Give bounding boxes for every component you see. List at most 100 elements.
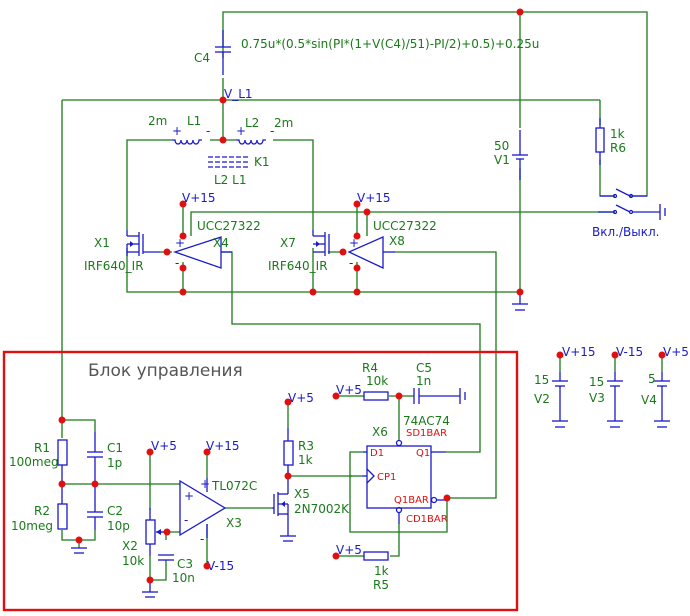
x8-model: UCC27322 xyxy=(373,219,437,233)
resistor-r1[interactable] xyxy=(57,439,68,484)
resistor-r6[interactable] xyxy=(595,118,605,165)
capacitor-c1[interactable] xyxy=(87,432,103,484)
v1-ref: V1 xyxy=(494,153,510,167)
wires xyxy=(61,11,663,581)
capacitor-c5[interactable] xyxy=(413,388,466,404)
r1-ref: R1 xyxy=(34,441,50,455)
x3-vm15-label: V-15 xyxy=(207,559,234,573)
resistor-r3[interactable] xyxy=(283,428,294,476)
v3-value: 15 xyxy=(589,375,604,389)
flipflop-x6[interactable] xyxy=(362,439,446,525)
r4-vp5-label: V+5 xyxy=(336,383,362,397)
coupling-k1-symbol[interactable] xyxy=(208,156,250,168)
l1-ref: L1 xyxy=(187,114,201,128)
c1-value: 1p xyxy=(107,456,122,470)
v2-value: 15 xyxy=(534,373,549,387)
r5-value: 1k xyxy=(374,564,389,578)
voltage-source-v1[interactable] xyxy=(512,130,528,180)
gate-driver-x4[interactable]: + - xyxy=(172,236,232,270)
net-label-v-l1: V_L1 xyxy=(224,87,253,101)
r4-value: 10k xyxy=(366,374,388,388)
l1-value: 2m xyxy=(148,114,167,128)
c1-ref: C1 xyxy=(107,441,123,455)
r6-ref: R6 xyxy=(610,141,626,155)
c3-value: 10n xyxy=(172,571,195,585)
c2-ref: C2 xyxy=(107,504,123,518)
x6-ref: X6 xyxy=(372,425,388,439)
x6-pin-cp1: CP1 xyxy=(377,472,396,483)
r4-ref: R4 xyxy=(362,361,378,375)
l2-ref: L2 xyxy=(245,116,259,130)
voltage-source-v2[interactable] xyxy=(552,372,568,428)
r3-vp5-label: V+5 xyxy=(288,391,314,405)
svg-text:-: - xyxy=(175,256,179,270)
v4-ref: V4 xyxy=(641,393,657,407)
r2-ref: R2 xyxy=(34,504,50,518)
r1-value: 100meg xyxy=(9,455,59,469)
control-block-title: Блок управления xyxy=(88,361,243,381)
ground-symbol-r2 xyxy=(71,547,87,554)
x4-model: UCC27322 xyxy=(197,219,261,233)
junction-dots xyxy=(58,8,666,584)
x3-vp15-label: V+15 xyxy=(206,439,240,453)
x8-vp15-label: V+15 xyxy=(357,191,391,205)
x6-pin-sd1bar: SD1BAR xyxy=(406,428,447,439)
voltage-source-v3[interactable] xyxy=(607,372,623,428)
resistor-r2[interactable] xyxy=(57,484,68,530)
control-block-frame xyxy=(2,350,519,612)
power-switch[interactable] xyxy=(598,188,666,220)
capacitor-c3[interactable] xyxy=(158,554,174,561)
inductor-l1[interactable]: + - xyxy=(172,124,210,145)
inductor-l2[interactable]: + - xyxy=(236,124,274,145)
gate-driver-x8[interactable]: + - xyxy=(347,236,395,270)
capacitor-c4[interactable] xyxy=(215,30,231,75)
v2-rail-label: V+15 xyxy=(562,345,596,359)
v4-value: 5 xyxy=(648,372,656,386)
x4-ref: X4 xyxy=(213,236,229,250)
r3-value: 1k xyxy=(298,453,313,467)
mosfet-x7[interactable] xyxy=(312,230,330,256)
x2-value: 10k xyxy=(122,554,144,568)
r6-value: 1k xyxy=(610,127,625,141)
l2-value: 2m xyxy=(274,116,293,130)
mosfet-x5[interactable] xyxy=(272,476,296,542)
resistor-r4[interactable] xyxy=(363,391,389,401)
x3-ref: X3 xyxy=(226,516,242,530)
svg-text:+: + xyxy=(236,124,246,138)
x2-vp5-label: V+5 xyxy=(151,439,177,453)
c2-value: 10p xyxy=(107,519,130,533)
x5-model: 2N7002K xyxy=(294,502,350,516)
svg-text:-: - xyxy=(270,124,274,138)
x3-model: TL072C xyxy=(211,479,257,493)
r5-vp5-label: V+5 xyxy=(336,543,362,557)
x1-ref: X1 xyxy=(94,236,110,250)
r2-value: 10meg xyxy=(11,519,53,533)
r3-ref: R3 xyxy=(298,439,314,453)
r5-ref: R5 xyxy=(373,578,389,592)
v4-rail-label: V+5 xyxy=(663,345,689,359)
capacitor-c2[interactable] xyxy=(87,484,103,530)
x8-ref: X8 xyxy=(389,234,405,248)
svg-text:+: + xyxy=(349,236,359,250)
opamp-x3[interactable]: + - + - xyxy=(179,477,227,546)
svg-text:+: + xyxy=(184,489,194,503)
voltage-source-v4[interactable] xyxy=(654,372,670,428)
svg-text:-: - xyxy=(184,513,188,527)
potentiometer-x2[interactable] xyxy=(145,508,166,556)
x7-ref: X7 xyxy=(280,236,296,250)
svg-text:+: + xyxy=(200,477,210,491)
c3-ref: C3 xyxy=(177,557,193,571)
svg-text:-: - xyxy=(206,124,210,138)
x5-ref: X5 xyxy=(294,487,310,501)
mosfet-x1[interactable] xyxy=(126,230,160,256)
svg-text:+: + xyxy=(175,236,185,250)
k1-coupled: L2 L1 xyxy=(214,173,246,187)
c4-value-expression: 0.75u*(0.5*sin(PI*(1+V(C4)/51)-PI/2)+0.5… xyxy=(241,37,539,51)
v2-ref: V2 xyxy=(534,392,550,406)
svg-text:-: - xyxy=(200,532,204,546)
k1-ref: K1 xyxy=(254,155,270,169)
resistor-r5[interactable] xyxy=(363,551,389,561)
c5-value: 1n xyxy=(416,374,431,388)
x6-pin-d1: D1 xyxy=(370,448,384,459)
